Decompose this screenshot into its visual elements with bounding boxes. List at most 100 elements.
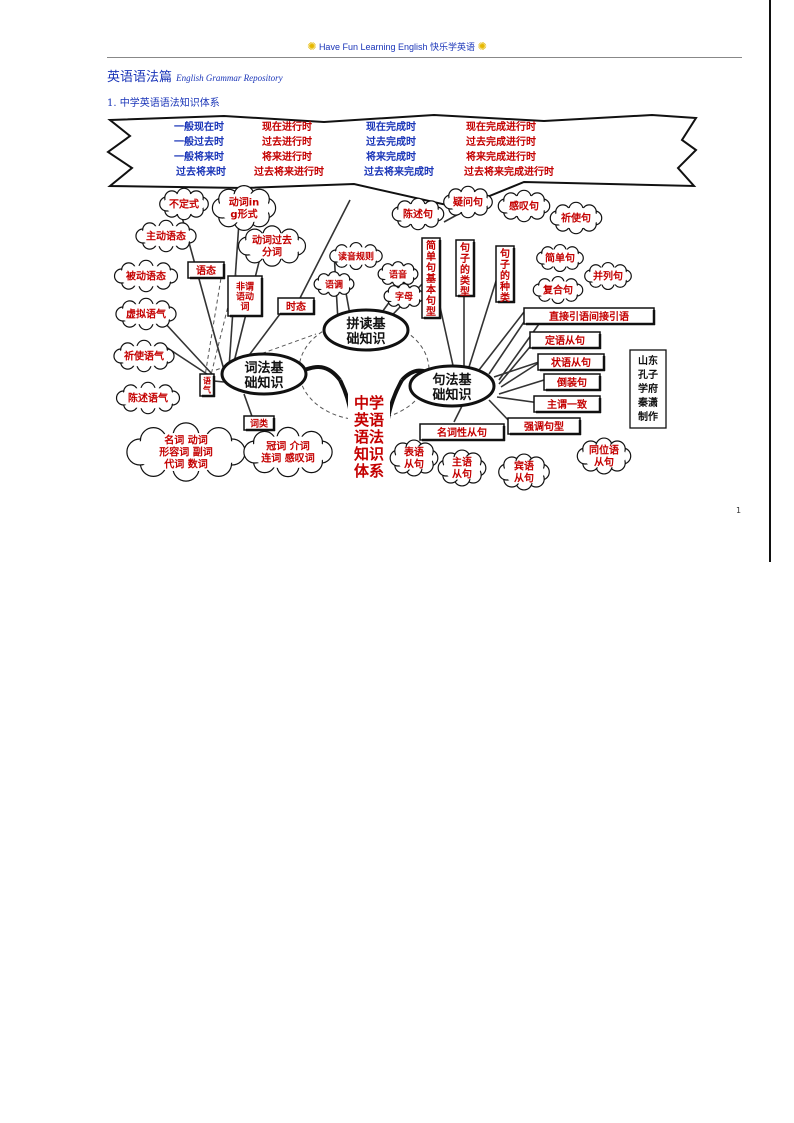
svg-text:语态: 语态 <box>196 264 216 277</box>
svg-text:类: 类 <box>500 291 510 304</box>
svg-text:词: 词 <box>240 301 249 313</box>
svg-text:字母: 字母 <box>395 290 413 302</box>
header-text: Have Fun Learning English <box>318 42 428 52</box>
box-zhuangyu: 状语从句 <box>537 353 606 372</box>
box-zhuwei: 主谓一致 <box>533 395 602 414</box>
svg-text:名词性从句: 名词性从句 <box>437 426 487 439</box>
svg-text:基: 基 <box>425 272 437 285</box>
cloud-qishi: 祈使语气 <box>113 339 175 373</box>
node-label: 础知识 <box>432 387 471 403</box>
svg-text:倒装句: 倒装句 <box>556 376 587 389</box>
svg-text:动词过去: 动词过去 <box>252 234 292 247</box>
svg-text:秦潇: 秦潇 <box>637 396 658 409</box>
cloud-letter: 字母 <box>383 283 425 309</box>
svg-text:类: 类 <box>460 274 470 287</box>
node-syntax <box>408 364 496 408</box>
svg-text:祈使语气: 祈使语气 <box>124 350 164 363</box>
svg-text:简: 简 <box>426 239 436 252</box>
trunk-label: 体系 <box>354 462 384 480</box>
tense-label: 现在进行时 <box>262 120 312 133</box>
box-yutai: 语态 <box>187 261 226 280</box>
box-qiangdiao: 强调句型 <box>507 417 582 436</box>
node-morph <box>220 352 308 396</box>
right-border-line <box>769 0 771 562</box>
cloud-phoneme: 语音 <box>377 261 419 287</box>
svg-text:语调: 语调 <box>325 278 343 290</box>
tense-label: 过去将来进行时 <box>254 165 324 178</box>
svg-text:动词in: 动词in <box>229 196 260 209</box>
svg-text:山东: 山东 <box>638 354 658 367</box>
box-cilei: 词类 <box>243 415 276 432</box>
svg-text:语: 语 <box>203 376 211 386</box>
cloud-gantanju: 感叹句 <box>497 189 551 223</box>
svg-text:祈使句: 祈使句 <box>561 212 591 225</box>
tense-label: 将来完成进行时 <box>466 150 536 163</box>
svg-text:陈述语气: 陈述语气 <box>128 392 168 405</box>
svg-text:主谓一致: 主谓一致 <box>547 398 588 411</box>
grammar-mindmap: 一般现在时现在进行时现在完成时现在完成进行时一般过去时过去进行时过去完成时过去完… <box>104 112 704 492</box>
svg-text:子: 子 <box>460 253 470 265</box>
svg-text:句: 句 <box>426 294 436 307</box>
box-dingyu: 定语从句 <box>529 331 602 350</box>
node-label: 拼读基 <box>346 316 386 332</box>
cloud-buyiding: 不定式 <box>159 187 209 221</box>
cloud-beidong: 被动语态 <box>113 259 179 293</box>
box-zhijie: 直接引语间接引语 <box>523 307 656 326</box>
svg-text:时态: 时态 <box>286 300 306 313</box>
svg-text:孔子: 孔子 <box>638 368 658 381</box>
svg-text:复合句: 复合句 <box>542 284 573 297</box>
svg-text:定语从句: 定语从句 <box>545 334 585 347</box>
svg-text:单: 单 <box>426 250 436 263</box>
svg-text:疑问句: 疑问句 <box>453 196 483 209</box>
tense-label: 过去将来完成进行时 <box>464 165 554 178</box>
cloud-qishiju: 祈使句 <box>549 201 603 235</box>
trunk-label: 语法 <box>354 428 384 446</box>
tense-label: 现在完成时 <box>366 120 416 133</box>
svg-text:宾语: 宾语 <box>514 460 534 473</box>
cloud-xuni: 虚拟语气 <box>115 297 177 331</box>
section-heading: 1. 中学英语语法知识体系 <box>107 98 220 109</box>
svg-text:句: 句 <box>460 241 470 254</box>
tense-label: 一般过去时 <box>174 135 224 148</box>
tense-label: 过去完成进行时 <box>466 135 536 148</box>
cloud-fuheju: 复合句 <box>532 275 584 305</box>
svg-text:句: 句 <box>426 261 436 274</box>
svg-text:种: 种 <box>499 280 510 293</box>
node-label: 础知识 <box>346 331 385 347</box>
page-header: ✺ Have Fun Learning English 快乐学英语 ✺ <box>0 40 794 53</box>
trunk-label: 知识 <box>354 445 384 463</box>
node-label: 句法基 <box>432 372 472 388</box>
svg-text:子: 子 <box>500 259 510 271</box>
svg-text:并列句: 并列句 <box>593 270 623 283</box>
header-cn: 快乐学英语 <box>430 42 476 52</box>
svg-text:型: 型 <box>460 285 470 298</box>
svg-text:语音: 语音 <box>389 268 407 280</box>
svg-text:本: 本 <box>426 283 437 296</box>
svg-text:语动: 语动 <box>236 292 254 303</box>
svg-text:连词 感叹词: 连词 感叹词 <box>261 452 314 465</box>
node-pron <box>322 308 410 352</box>
svg-text:简单句: 简单句 <box>545 252 575 265</box>
box-shitai: 时态 <box>277 297 316 316</box>
svg-text:强调句型: 强调句型 <box>524 420 564 433</box>
page-title: 英语语法篇 English Grammar Repository <box>107 70 283 85</box>
header-divider <box>107 57 742 58</box>
svg-text:句: 句 <box>500 247 510 260</box>
svg-text:虚拟语气: 虚拟语气 <box>126 308 166 321</box>
tense-label: 一般现在时 <box>174 120 224 133</box>
tense-label: 过去将来完成时 <box>364 165 434 178</box>
svg-text:分词: 分词 <box>262 246 282 259</box>
svg-text:名词 动词: 名词 动词 <box>164 434 207 447</box>
svg-text:型: 型 <box>426 305 436 318</box>
node-label: 词法基 <box>244 360 284 376</box>
sun-icon: ✺ <box>307 41 317 53</box>
tense-banner <box>106 113 698 210</box>
svg-text:学府: 学府 <box>638 382 658 395</box>
